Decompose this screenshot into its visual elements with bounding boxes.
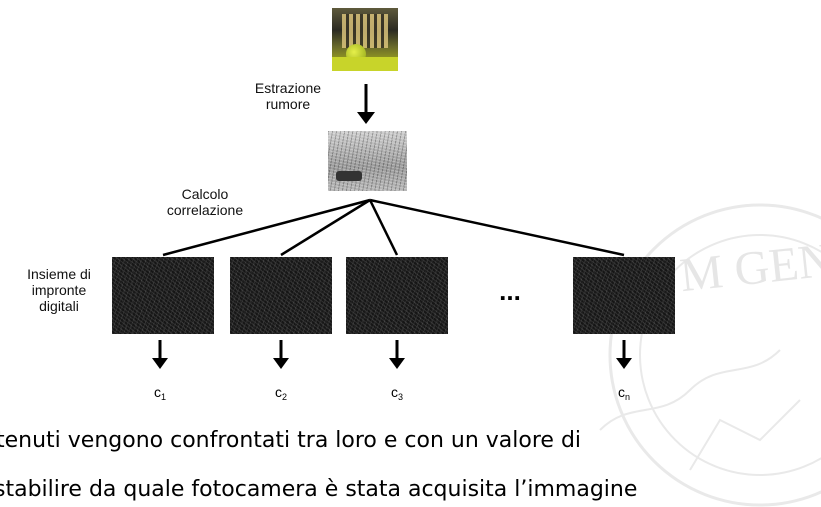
extraction-label: Estrazione rumore [254,80,322,112]
fingerprint-image-1 [112,257,214,334]
ellipsis: ... [499,276,521,306]
fingerprint-image-2 [230,257,332,334]
fingerprint-set-label: Insieme di impronte digitali [27,266,91,314]
output-c2: c2 [274,384,287,402]
output-cn: cn [617,384,630,402]
output-c1: c1 [153,384,166,402]
input-photo [332,8,398,71]
caption-line-1: tenuti vengono confrontati tra loro e co… [0,428,582,453]
caption-line-2: stabilire da quale fotocamera è stata ac… [0,477,638,502]
output-c3: c3 [390,384,403,402]
correlation-label: Calcolo correlazione [166,186,244,218]
arrow-head-main [357,112,375,124]
correlation-lines [162,198,625,257]
fingerprint-image-n [573,257,675,334]
output-arrows [152,340,632,369]
watermark-text: M GEN [678,233,821,302]
watermark-seal [599,203,821,507]
fingerprint-image-3 [346,257,448,334]
noise-residual-image [328,131,407,191]
